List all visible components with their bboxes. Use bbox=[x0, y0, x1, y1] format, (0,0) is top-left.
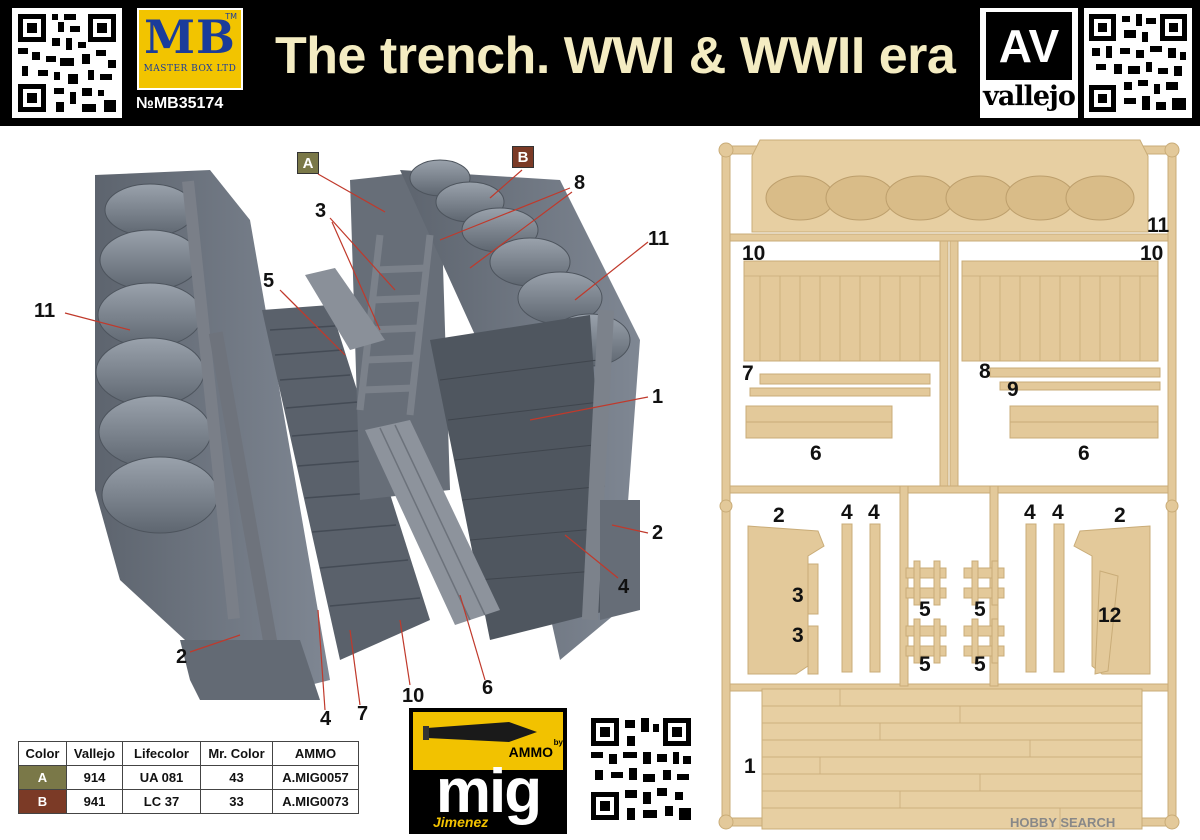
trench-model-illustration bbox=[95, 159, 640, 700]
sprue-label-6-left: 6 bbox=[810, 442, 822, 465]
sprue-label-10-right: 10 bbox=[1140, 242, 1164, 265]
sprue-label-7: 7 bbox=[742, 362, 754, 385]
bullet-icon bbox=[423, 722, 537, 742]
vallejo-logo-letters: AV bbox=[986, 12, 1072, 80]
table-header: Lifecolor bbox=[122, 741, 201, 766]
sprue-label-11: 11 bbox=[1147, 214, 1170, 237]
table-row: A 914 UA 081 43 A.MIG0057 bbox=[18, 765, 359, 790]
photo-label-2-left: 2 bbox=[176, 646, 188, 668]
vallejo-logo-word: vallejo bbox=[983, 81, 1076, 112]
watermark-text: HOBBY SEARCH bbox=[1010, 815, 1116, 830]
sprue-label-4-b: 4 bbox=[868, 501, 880, 524]
sprue-label-5-a: 5 bbox=[919, 598, 931, 621]
photo-label-4-bottom: 4 bbox=[320, 708, 332, 730]
table-header: Color bbox=[18, 741, 67, 766]
table-cell: 941 bbox=[66, 789, 123, 814]
photo-label-6: 6 bbox=[482, 677, 494, 699]
sprue-label-8: 8 bbox=[979, 360, 991, 383]
photo-label-8: 8 bbox=[574, 172, 586, 194]
table-cell: 914 bbox=[66, 765, 123, 790]
photo-leader-lines bbox=[64, 169, 649, 711]
ammo-mig-logo: by AMMO mig Jimenez bbox=[409, 708, 567, 834]
table-cell: A.MIG0057 bbox=[272, 765, 359, 790]
table-header-row: Color Vallejo Lifecolor Mr. Color AMMO bbox=[18, 741, 359, 766]
sprue-label-2-right: 2 bbox=[1114, 504, 1126, 527]
qr-code-right bbox=[1084, 8, 1192, 118]
color-tag-a: A bbox=[297, 152, 319, 174]
sprue-label-5-b: 5 bbox=[974, 598, 986, 621]
catalog-number: №MB35174 bbox=[136, 95, 224, 112]
sprue-label-4-c: 4 bbox=[1024, 501, 1036, 524]
sprue-label-5-c: 5 bbox=[919, 653, 931, 676]
table-cell: LC 37 bbox=[122, 789, 201, 814]
photo-label-4-right: 4 bbox=[618, 576, 630, 598]
parts-sprue: 11 10 10 7 8 9 6 6 2 2 4 4 4 4 3 3 12 5 … bbox=[700, 126, 1200, 840]
photo-label-3: 3 bbox=[315, 200, 327, 222]
table-header: Mr. Color bbox=[200, 741, 273, 766]
sprue-label-5-d: 5 bbox=[974, 653, 986, 676]
ammo-logo-text: AMMO bbox=[508, 744, 553, 760]
photo-label-10: 10 bbox=[402, 685, 425, 707]
photo-label-11-right: 11 bbox=[648, 228, 670, 250]
assembled-model-photo: A B 8 3 11 5 11 1 2 4 2 6 10 7 4 bbox=[0, 140, 700, 730]
table-cell: 33 bbox=[200, 789, 273, 814]
paint-color-table: Color Vallejo Lifecolor Mr. Color AMMO A… bbox=[18, 741, 359, 814]
sprue-label-9: 9 bbox=[1007, 378, 1019, 401]
sprue-label-4-a: 4 bbox=[841, 501, 853, 524]
ammo-logo-banner bbox=[413, 712, 563, 770]
header: MB MASTER BOX LTD TM №MB35174 The trench… bbox=[0, 0, 1200, 126]
mig-logo-text: mig bbox=[435, 757, 542, 826]
sprue-label-1: 1 bbox=[744, 755, 756, 778]
table-header: AMMO bbox=[272, 741, 359, 766]
color-swatch-a: A bbox=[18, 765, 67, 790]
ammo-logo-by: by bbox=[553, 738, 563, 747]
photo-label-5: 5 bbox=[263, 270, 275, 292]
page-title: The trench. WWI & WWII era bbox=[275, 27, 956, 85]
sprue-label-6-right: 6 bbox=[1078, 442, 1090, 465]
color-tag-b: B bbox=[512, 146, 534, 168]
qr-code-bottom bbox=[585, 712, 697, 826]
color-swatch-b: B bbox=[18, 789, 67, 814]
table-cell: 43 bbox=[200, 765, 273, 790]
sprue-label-4-d: 4 bbox=[1052, 501, 1064, 524]
qr-code-left bbox=[12, 8, 122, 118]
table-cell: A.MIG0073 bbox=[272, 789, 359, 814]
jimenez-logo-text: Jimenez bbox=[433, 814, 489, 830]
sprue-illustration bbox=[718, 139, 1180, 830]
photo-label-7: 7 bbox=[357, 703, 369, 725]
sprue-label-2-left: 2 bbox=[773, 504, 785, 527]
vallejo-logo: AV vallejo bbox=[980, 8, 1078, 118]
photo-label-2-right: 2 bbox=[652, 522, 664, 544]
sprue-label-3-a: 3 bbox=[792, 584, 804, 607]
photo-label-11-left: 11 bbox=[34, 300, 56, 322]
mb-logo-letters: MB bbox=[144, 10, 236, 64]
table-cell: UA 081 bbox=[122, 765, 201, 790]
sprue-label-10-left: 10 bbox=[742, 242, 766, 265]
photo-label-1: 1 bbox=[652, 386, 664, 408]
table-header: Vallejo bbox=[66, 741, 123, 766]
mb-logo-trademark: TM bbox=[225, 12, 237, 21]
mb-logo-subtitle: MASTER BOX LTD bbox=[143, 64, 237, 74]
sprue-label-3-b: 3 bbox=[792, 624, 804, 647]
sprue-label-12: 12 bbox=[1098, 604, 1122, 627]
master-box-logo: MB MASTER BOX LTD TM bbox=[137, 8, 243, 90]
table-row: B 941 LC 37 33 A.MIG0073 bbox=[18, 789, 359, 814]
